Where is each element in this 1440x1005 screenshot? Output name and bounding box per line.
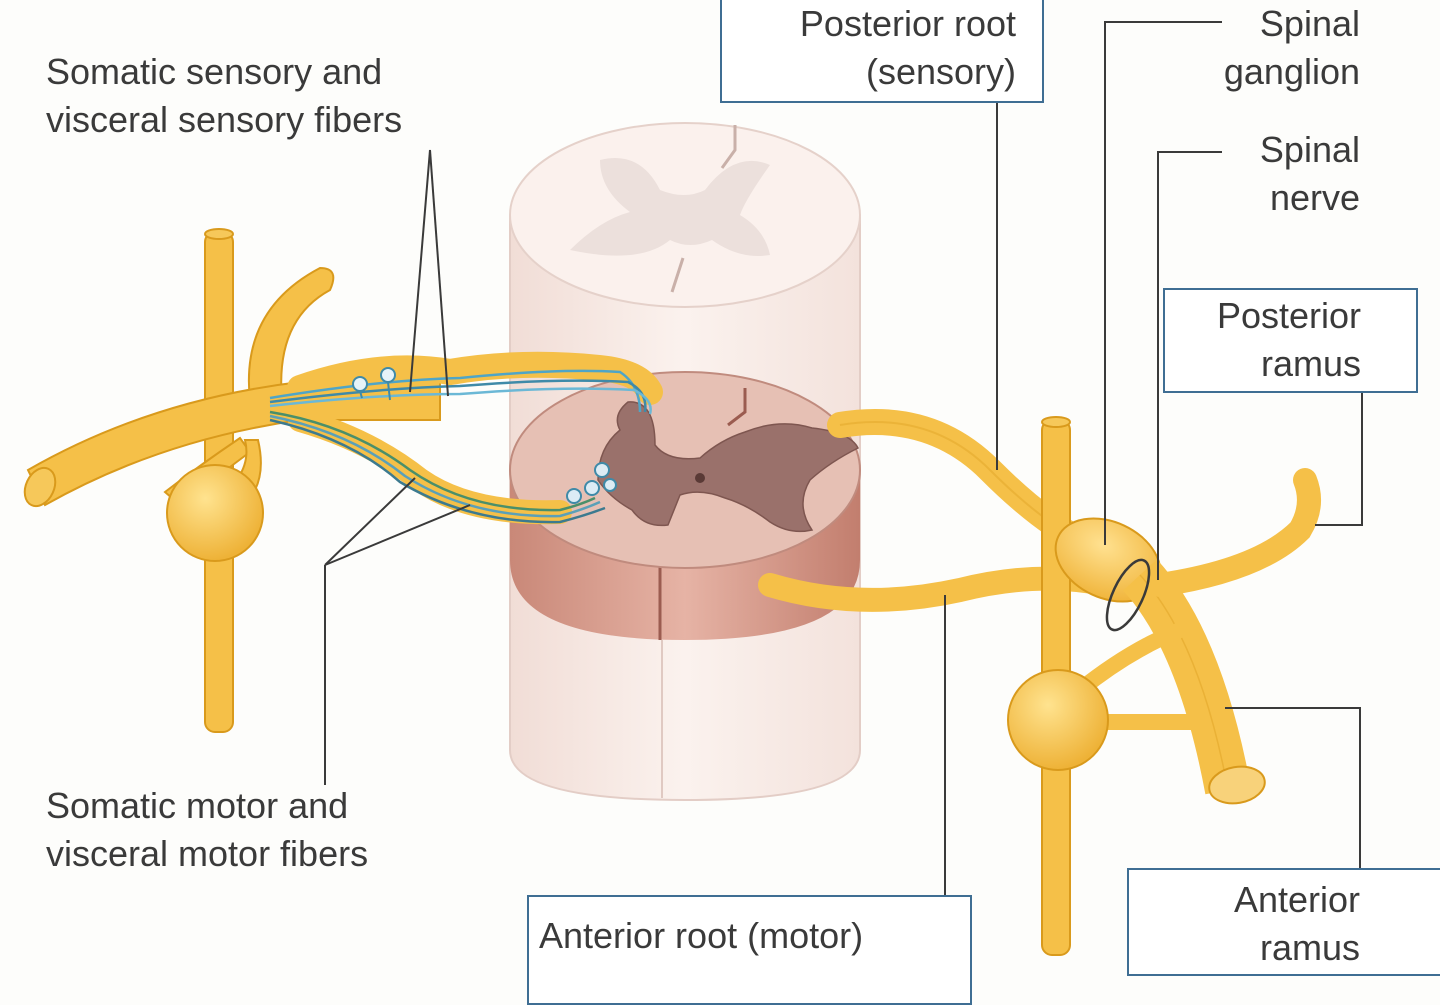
spinal-ganglion-line-2: ganglion (1223, 51, 1360, 92)
posterior-root-box (720, 0, 1044, 103)
anterior-root-text: Anterior root (motor) (539, 915, 864, 956)
right-sympathetic-ganglion (1007, 669, 1109, 771)
posterior-root-line-1: Posterior root (799, 3, 1016, 44)
left-tube-end (23, 466, 57, 508)
anterior-root-left (288, 408, 572, 525)
motor-fibers-line-1: Somatic motor and (46, 785, 349, 826)
motor-fibers (269, 410, 606, 524)
anterior-ramus-line-2: ramus (1259, 927, 1360, 968)
sensory-fibers-line-1: Somatic sensory and (46, 51, 383, 92)
anterior-ramus-box (1127, 868, 1440, 976)
left-sympathetic-ganglion (166, 464, 264, 562)
anterior-ramus-line-1: Anterior (1233, 879, 1360, 920)
posterior-ramus-label: Posterior ramus (1165, 292, 1361, 388)
posterior-root-line-2: (sensory) (865, 51, 1016, 92)
sensory-neuron-cells (352, 367, 396, 401)
anterior-root-label: Anterior root (motor) (539, 912, 863, 960)
section-gray-matter (597, 401, 860, 533)
sensory-fibers-line-2: visceral sensory fibers (46, 99, 403, 140)
motor-fibers-line-2: visceral motor fibers (46, 833, 369, 874)
posterior-ramus-box (1163, 288, 1418, 393)
posterior-ramus-line-1: Posterior (1216, 295, 1361, 336)
spinal-nerve-line-1: Spinal (1259, 129, 1360, 170)
anterior-ramus-label: Anterior ramus (1140, 876, 1360, 972)
spinal-ganglion-line-1: Spinal (1259, 3, 1360, 44)
top-gray-matter (570, 158, 770, 256)
leader-lines (324, 21, 1363, 895)
sensory-fibers-label: Somatic sensory and visceral sensory fib… (46, 48, 402, 144)
spinal-nerve-label: Spinal nerve (1160, 126, 1360, 222)
posterior-root-label: Posterior root (sensory) (728, 0, 1016, 96)
spinal-nerve-line-2: nerve (1269, 177, 1360, 218)
posterior-ramus-line-2: ramus (1260, 343, 1361, 384)
motor-neuron-cells (566, 462, 617, 504)
spinal-ganglion-label: Spinal ganglion (1160, 0, 1360, 96)
left-trunk-top (204, 228, 234, 240)
spinal-nerve-ring (1105, 558, 1151, 632)
motor-fibers-label: Somatic motor and visceral motor fibers (46, 782, 368, 878)
